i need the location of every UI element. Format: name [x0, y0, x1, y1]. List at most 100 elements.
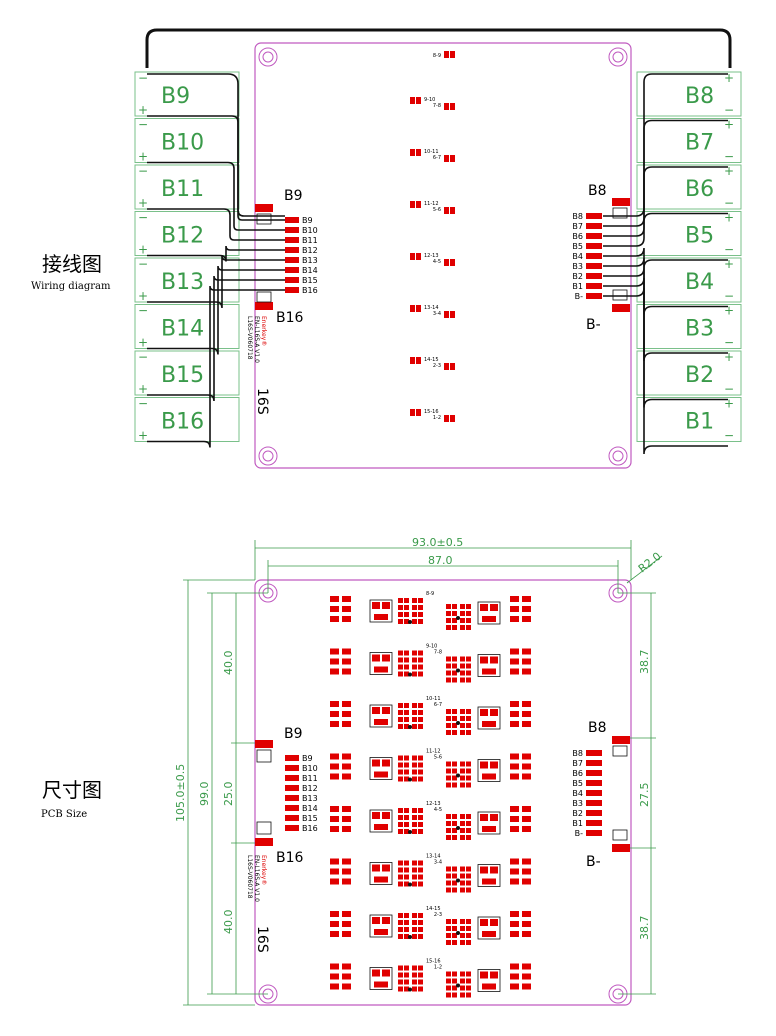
- balance-pair-markers: 8-99-107-810-116-711-125-612-134-513-143…: [410, 51, 455, 422]
- size-right-bottom-label: B-: [586, 854, 601, 870]
- pin-pad: [285, 287, 299, 293]
- right-top-connector-label: B8: [588, 183, 607, 199]
- resistor-pad: [330, 858, 339, 865]
- size-model-text: EN-L16S-A V1.0: [253, 855, 260, 902]
- smd-pad: [398, 808, 403, 813]
- smd-pad: [412, 867, 417, 873]
- smd-pad: [404, 934, 409, 939]
- pin-label: B8: [572, 749, 583, 758]
- connector-latch: [256, 291, 272, 303]
- ic-pad: [374, 614, 388, 620]
- resistor-pad: [330, 721, 339, 727]
- pin-label: B-: [575, 292, 583, 301]
- smd-pad: [418, 657, 423, 663]
- resistor-pad: [510, 616, 519, 622]
- size-series-label-wrap: 16S: [254, 926, 270, 953]
- smd-pad: [412, 920, 417, 925]
- smd-pad: [404, 762, 409, 768]
- smd-pad: [412, 927, 417, 932]
- smd-pad: [412, 776, 417, 782]
- smd-pad: [418, 769, 423, 775]
- ic-pad: [480, 971, 488, 979]
- smd-pad: [460, 926, 465, 931]
- pin-label: B7: [572, 222, 583, 231]
- pin-pad: [285, 775, 299, 781]
- led-pad: [450, 51, 455, 58]
- smd-pad: [404, 920, 409, 925]
- ic-pad: [490, 604, 498, 611]
- smd-pad: [466, 978, 471, 984]
- terminal-bottom-sign: +: [138, 429, 148, 443]
- battery-cell-label: B14: [161, 317, 204, 342]
- smd-pad: [452, 709, 457, 714]
- smd-pad: [404, 657, 409, 663]
- smd-pad: [398, 671, 403, 677]
- pair-label: 13-14: [426, 854, 441, 860]
- smd-pad: [446, 709, 451, 714]
- resistor-pad: [522, 711, 531, 717]
- pin-label: B16: [302, 824, 318, 833]
- pair-label: 7-8: [434, 650, 442, 656]
- resistor-pad: [510, 983, 519, 990]
- pin-label: B14: [302, 804, 318, 813]
- smd-pad: [398, 598, 403, 603]
- smd-pad: [398, 664, 403, 670]
- ic-pad: [480, 919, 488, 926]
- battery-cell-b7: B7+−: [636, 118, 742, 164]
- smd-pad: [404, 860, 409, 866]
- connector-latch: [612, 289, 628, 301]
- smd-pad: [452, 625, 457, 630]
- pin-label: B1: [572, 819, 583, 828]
- pin-label: B10: [302, 764, 318, 773]
- led-pad: [444, 259, 449, 266]
- smd-pad: [452, 723, 457, 728]
- pin-label: B15: [302, 276, 318, 285]
- resistor-pad: [522, 931, 531, 937]
- pin-label: B3: [572, 799, 583, 808]
- pin-pad: [285, 825, 299, 831]
- smd-pad: [404, 619, 409, 624]
- smd-pad: [418, 986, 423, 992]
- pin-pad: [586, 800, 602, 806]
- ic-pad: [382, 812, 390, 819]
- balance-wire: [603, 166, 728, 237]
- smd-pad: [466, 709, 471, 714]
- smd-pad: [398, 605, 403, 610]
- mount-pad: [255, 302, 273, 310]
- resistor-pad: [330, 806, 339, 812]
- pin-label: B12: [302, 246, 318, 255]
- mount-pad: [612, 304, 630, 312]
- battery-cell-label: B5: [685, 224, 714, 249]
- pin-pad: [586, 293, 602, 299]
- led-pad: [450, 207, 455, 214]
- smd-pad: [398, 657, 403, 663]
- ic-pad: [374, 876, 388, 883]
- resistor-pad: [342, 826, 351, 832]
- smd-pad: [460, 873, 465, 879]
- smd-pad: [460, 761, 465, 767]
- dim-radius: R2.0: [636, 550, 664, 576]
- smd-pad: [466, 814, 471, 819]
- smd-pad: [460, 933, 465, 938]
- battery-cell-body: [134, 71, 240, 117]
- smd-pad: [412, 979, 417, 985]
- smd-pad: [446, 611, 451, 616]
- terminal-top-sign: +: [724, 211, 734, 225]
- battery-cell-label: B9: [161, 84, 190, 109]
- battery-cell-b5: B5+−: [636, 211, 742, 257]
- resistor-pad: [342, 773, 351, 780]
- smd-pad: [412, 717, 417, 722]
- smd-pad: [404, 717, 409, 722]
- pin-label: B12: [302, 784, 318, 793]
- smd-pad: [398, 972, 403, 978]
- smd-pad: [446, 625, 451, 630]
- pin-pad: [285, 217, 299, 223]
- resistor-pad: [342, 711, 351, 717]
- resistor-pad: [330, 711, 339, 717]
- smd-pad: [460, 821, 465, 826]
- pin-label: B-: [575, 829, 583, 838]
- smd-pad: [446, 971, 451, 977]
- pin-label: B5: [572, 242, 583, 251]
- connector-latch: [612, 745, 628, 757]
- resistor-pad: [510, 711, 519, 717]
